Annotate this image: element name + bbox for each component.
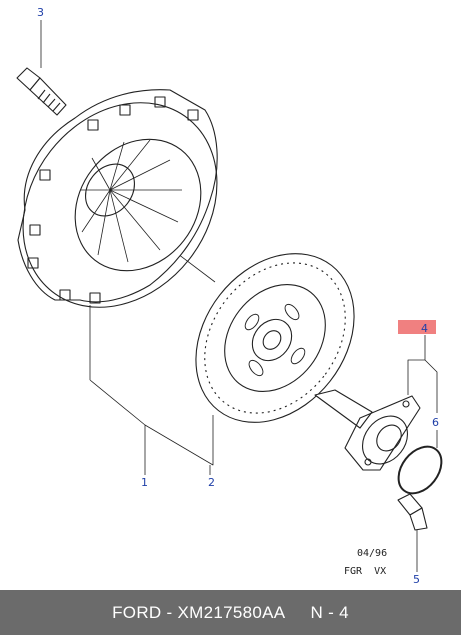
date-code-line-2: FGR VX: [344, 566, 386, 577]
date-code-line-1: 04/96: [357, 548, 387, 559]
pressure-plate-part-2: [17, 89, 218, 308]
o-ring-part-6: [397, 445, 443, 495]
footer-separator: -: [161, 602, 178, 622]
release-bearing-part-4: [314, 389, 421, 471]
callout-2: 2: [208, 476, 215, 489]
footer-brand: FORD: [112, 602, 162, 622]
callout-1: 1: [141, 476, 148, 489]
footer-part-number: XM217580AA: [177, 602, 286, 622]
bolt-part-3: [16, 67, 67, 116]
clutch-exploded-diagram: 3 1 2 4 6 5 04/96 FGR VX: [16, 6, 443, 586]
callout-4: 4: [421, 322, 428, 335]
callout-5: 5: [413, 573, 420, 586]
part-footer-bar: FORD - XM217580AA N - 4: [0, 590, 461, 635]
callout-6: 6: [432, 416, 439, 429]
footer-gap: [285, 603, 310, 623]
clutch-disc-part-1: [195, 253, 355, 423]
highlight-marker: [398, 320, 436, 334]
footer-page: N - 4: [310, 602, 349, 622]
bolt-part-5: [397, 493, 428, 531]
callout-3: 3: [37, 6, 44, 19]
